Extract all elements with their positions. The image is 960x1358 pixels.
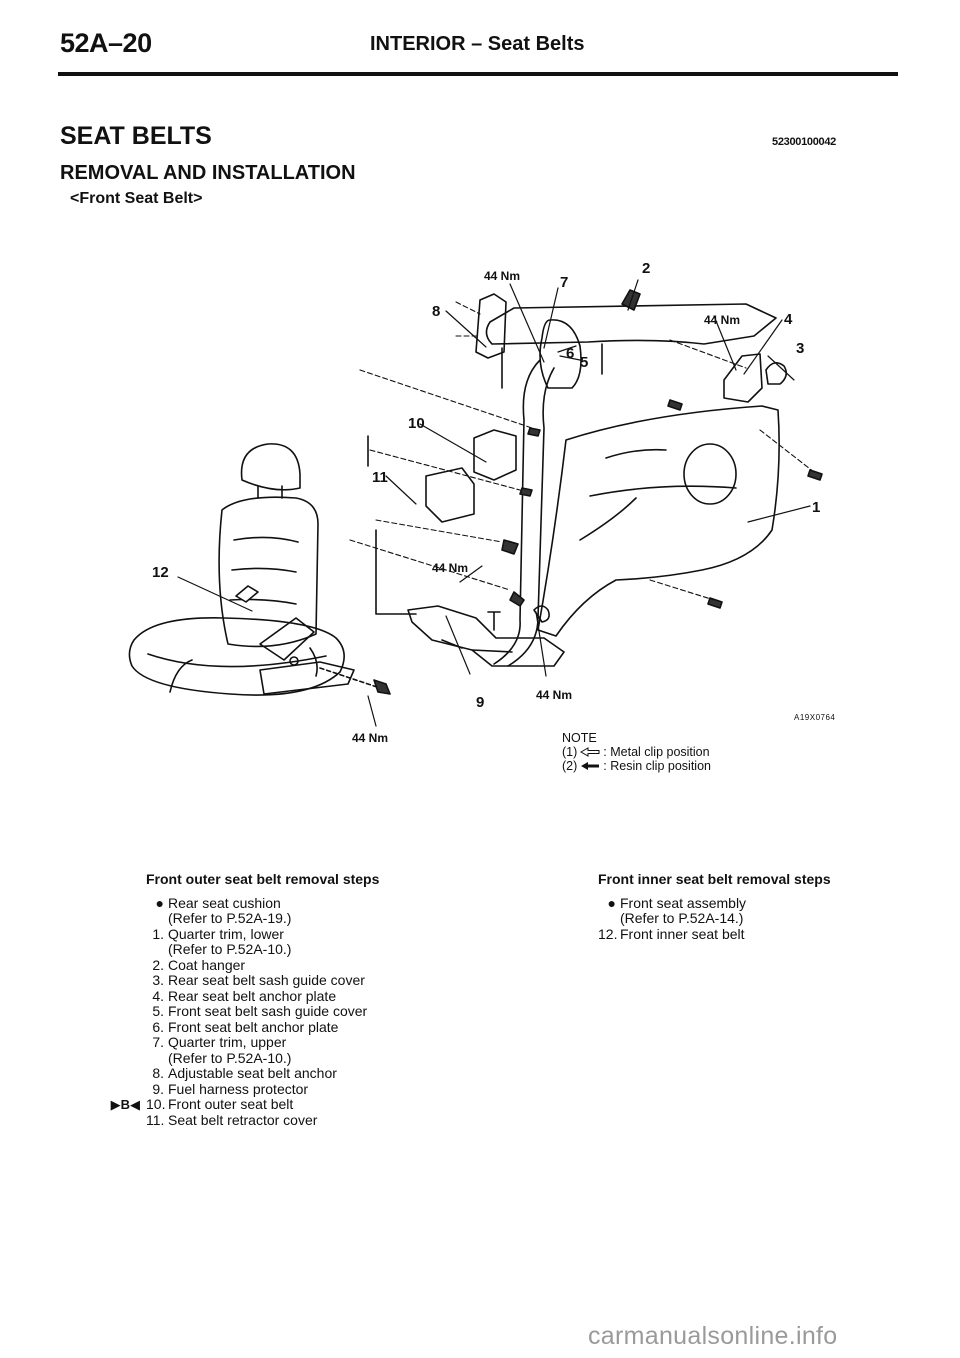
callout-6: 6: [566, 345, 574, 362]
callout-5: 5: [580, 354, 588, 371]
seat-headrest: [240, 443, 301, 491]
torque-label-anchor: 44 Nm: [704, 313, 740, 327]
list-item: 3.Rear seat belt sash guide cover: [152, 972, 365, 988]
torque-label-seat: 44 Nm: [352, 731, 388, 745]
note-item-metal: (1) : Metal clip position: [562, 745, 711, 759]
watermark: carmanualsonline.info: [588, 1322, 838, 1350]
torque-label-protector: 44 Nm: [536, 688, 572, 702]
callout-3: 3: [796, 340, 804, 357]
note-title: NOTE: [562, 731, 597, 745]
document-id: 52300100042: [772, 136, 836, 148]
list-item: ●Rear seat cushion: [155, 894, 281, 911]
figure-note: NOTE (1) : Metal clip position (2) : Res…: [562, 731, 711, 773]
belt-webbing: [493, 359, 555, 667]
seat-cushion: [128, 617, 345, 696]
list-item: 9.Fuel harness protector: [152, 1080, 309, 1097]
callout-12: 12: [152, 564, 169, 581]
quarter-trim-lower: [537, 405, 780, 637]
list-item: 4.Rear seat belt anchor plate: [152, 987, 337, 1004]
page-title: SEAT BELTS: [60, 122, 212, 150]
inner-steps-title: Front inner seat belt removal steps: [598, 871, 831, 887]
callout-1: 1: [812, 499, 820, 516]
list-item: 1.Quarter trim, lower: [152, 925, 284, 942]
callout-11: 11: [372, 469, 388, 486]
callout-4: 4: [784, 311, 793, 328]
callout-8: 8: [432, 303, 440, 320]
list-item: 2.Coat hanger: [152, 956, 246, 973]
reference-marker: ▶B◀: [110, 1097, 140, 1112]
list-item: ▶B◀10.Front outer seat belt: [111, 1096, 486, 1113]
outer-removal-steps: Front outer seat belt removal steps ●Rea…: [111, 871, 486, 1128]
callout-2: 2: [642, 260, 650, 277]
subsection-title: <Front Seat Belt>: [70, 190, 203, 207]
callout-10: 10: [408, 415, 425, 432]
fuel-harness-protector: [407, 605, 565, 667]
note-item-resin: (2) : Resin clip position: [562, 759, 711, 773]
note-text: : Resin clip position: [603, 759, 711, 773]
list-item: ●Front seat assembly: [607, 894, 747, 911]
figure-code: A19X0764: [794, 713, 835, 722]
retractor: [473, 429, 517, 481]
torque-label-top: 44 Nm: [484, 269, 520, 283]
list-item-ref: (Refer to P.52A-10.): [168, 941, 292, 957]
list-item-ref: (Refer to P.52A-10.): [168, 1049, 292, 1066]
list-item: 11.Seat belt retractor cover: [146, 1111, 318, 1128]
seat-belt-diagram: 1 2 3 4 5 6 7 8 9 10 11 12 44 Nm 44 Nm 4…: [128, 260, 835, 745]
list-item-ref: (Refer to P.52A-19.): [168, 910, 292, 926]
note-text: : Metal clip position: [603, 745, 710, 759]
list-item: 6.Front seat belt anchor plate: [152, 1018, 339, 1035]
list-item: 12.Front inner seat belt: [598, 925, 745, 942]
header-rule: [58, 72, 898, 76]
resin-clip-icon: [581, 762, 600, 770]
outer-steps-title: Front outer seat belt removal steps: [146, 871, 380, 887]
list-item: 7.Quarter trim, upper: [152, 1034, 287, 1050]
list-item-ref: (Refer to P.52A-14.): [620, 910, 744, 926]
metal-clip-icon: [580, 747, 600, 757]
section-subtitle: REMOVAL AND INSTALLATION: [60, 162, 356, 184]
callout-9: 9: [476, 694, 484, 711]
section-title: INTERIOR – Seat Belts: [370, 33, 585, 55]
list-item: 5.Front seat belt sash guide cover: [152, 1003, 368, 1019]
page-number: 52A–20: [60, 28, 152, 58]
torque-label-retractor: 44 Nm: [432, 561, 468, 575]
callout-7: 7: [560, 274, 568, 291]
note-number: (1): [562, 745, 578, 759]
list-item: 8.Adjustable seat belt anchor: [152, 1065, 337, 1081]
note-number: (2): [562, 759, 578, 773]
inner-removal-steps: Front inner seat belt removal steps ●Fro…: [598, 871, 908, 942]
